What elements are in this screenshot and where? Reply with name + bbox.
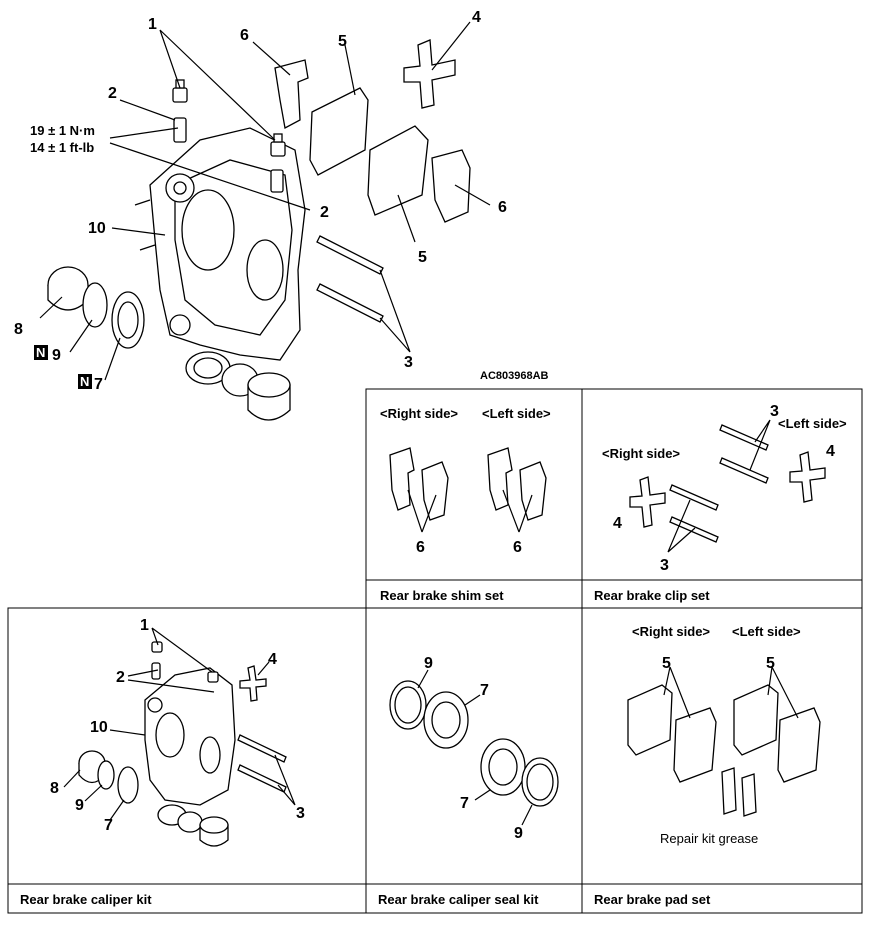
clip-left (789, 451, 826, 503)
new-part-badge-text-2: N (80, 374, 89, 389)
kit-grid (7, 388, 863, 914)
callout-2b: 2 (320, 204, 329, 221)
clip-set-panel: 3 <Left side> <Right side> 4 4 3 Rear br… (594, 403, 847, 603)
clip-pin-b (719, 457, 769, 484)
pad-left-side-label: <Left side> (732, 624, 801, 639)
torque-nm: 19 ± 1 N·m (30, 123, 95, 138)
new-part-badge-text: N (36, 345, 45, 360)
bleeder-screw (172, 79, 188, 103)
shim-left-b (519, 461, 547, 521)
pad-set-caption: Rear brake pad set (594, 892, 711, 907)
seal-callout-9b: 9 (514, 825, 523, 842)
callout-2: 2 (108, 85, 117, 102)
callout-9: 9 (52, 347, 61, 364)
grease-label: Repair kit grease (660, 831, 758, 846)
bleeder-screw-2 (270, 133, 286, 157)
clip-callout-4a: 4 (826, 443, 835, 460)
callout-6: 6 (240, 27, 249, 44)
shim-left-a (487, 447, 513, 511)
shim-right-side-label: <Right side> (380, 406, 458, 421)
leader-lines (39, 21, 491, 381)
caliper-kit-panel: 1 2 4 10 8 9 7 3 Rear brake caliper kit (20, 617, 305, 907)
clip-pin-c (669, 484, 719, 511)
shim-lower (431, 149, 471, 223)
seal-kit-caption: Rear brake caliper seal kit (378, 892, 539, 907)
kit-callout-8: 8 (50, 780, 59, 797)
shim-right-a (389, 447, 415, 511)
pad-pin (316, 235, 384, 323)
shim-right-b (421, 461, 449, 521)
kit-callout-3: 3 (296, 805, 305, 822)
pad-left-b (777, 707, 821, 783)
callout-4: 4 (472, 9, 481, 26)
clip-callout-3b: 3 (660, 557, 669, 574)
new-part-badge-2 (78, 374, 92, 389)
callout-1: 1 (148, 16, 157, 33)
piston-right (185, 351, 291, 421)
pad-clip (403, 39, 456, 109)
mounting-bolt (173, 117, 284, 193)
pad-right-b (673, 707, 717, 783)
seal-callout-9a: 9 (424, 655, 433, 672)
clip-right (629, 476, 666, 528)
shim-set-caption: Rear brake shim set (380, 588, 504, 603)
torque-ftlb: 14 ± 1 ft-lb (30, 140, 94, 155)
seal-callout-7b: 7 (460, 795, 469, 812)
pad-upper (309, 87, 369, 176)
pad-set-panel: <Right side> <Left side> 5 5 Repair kit … (594, 624, 821, 907)
callout-8: 8 (14, 321, 23, 338)
callout-5b: 5 (418, 249, 427, 266)
caliper-body (134, 127, 306, 361)
clip-right-side-label: <Right side> (602, 446, 680, 461)
new-part-badge (34, 345, 48, 360)
shim-upper (274, 59, 309, 129)
pad-lower (367, 125, 429, 216)
kit-clip (239, 665, 267, 702)
figure-id: AC803968AB (480, 370, 549, 382)
seal-callout-7a: 7 (480, 682, 489, 699)
kit-callout-7: 7 (104, 817, 113, 834)
caliper-kit-caption: Rear brake caliper kit (20, 892, 152, 907)
shim-callout-6b: 6 (513, 539, 522, 556)
callout-6b: 6 (498, 199, 507, 216)
clip-set-caption: Rear brake clip set (594, 588, 710, 603)
shim-left-side-label: <Left side> (482, 406, 551, 421)
clip-callout-3a: 3 (770, 403, 779, 420)
kit-callout-4: 4 (268, 651, 277, 668)
grease-packet-b (741, 773, 757, 817)
pad-right-a (627, 684, 673, 756)
kit-callout-1: 1 (140, 617, 149, 634)
pad-left-a (733, 684, 779, 756)
seal-kit-panel: 9 7 7 9 Rear brake caliper seal kit (378, 655, 559, 907)
shim-callout-6a: 6 (416, 539, 425, 556)
kit-callout-9: 9 (75, 797, 84, 814)
pad-callout-5a: 5 (662, 655, 671, 672)
callout-7: 7 (94, 376, 103, 393)
callout-5: 5 (338, 33, 347, 50)
grease-packet-a (721, 767, 737, 815)
kit-callout-2: 2 (116, 669, 125, 686)
clip-pin-a (719, 424, 769, 451)
piston-left (47, 266, 145, 349)
callout-3: 3 (404, 354, 413, 371)
kit-callout-10: 10 (90, 719, 108, 736)
clip-left-side-label: <Left side> (778, 416, 847, 431)
main-exploded-view: 1 2 19 ± 1 N·m 14 ± 1 ft-lb 6 5 4 2 6 5 … (14, 9, 549, 421)
pad-callout-5b: 5 (766, 655, 775, 672)
clip-callout-4b: 4 (613, 515, 622, 532)
pad-right-side-label: <Right side> (632, 624, 710, 639)
callout-10: 10 (88, 220, 106, 237)
shim-set-panel: <Right side> <Left side> 6 6 Rear brake … (380, 406, 551, 603)
